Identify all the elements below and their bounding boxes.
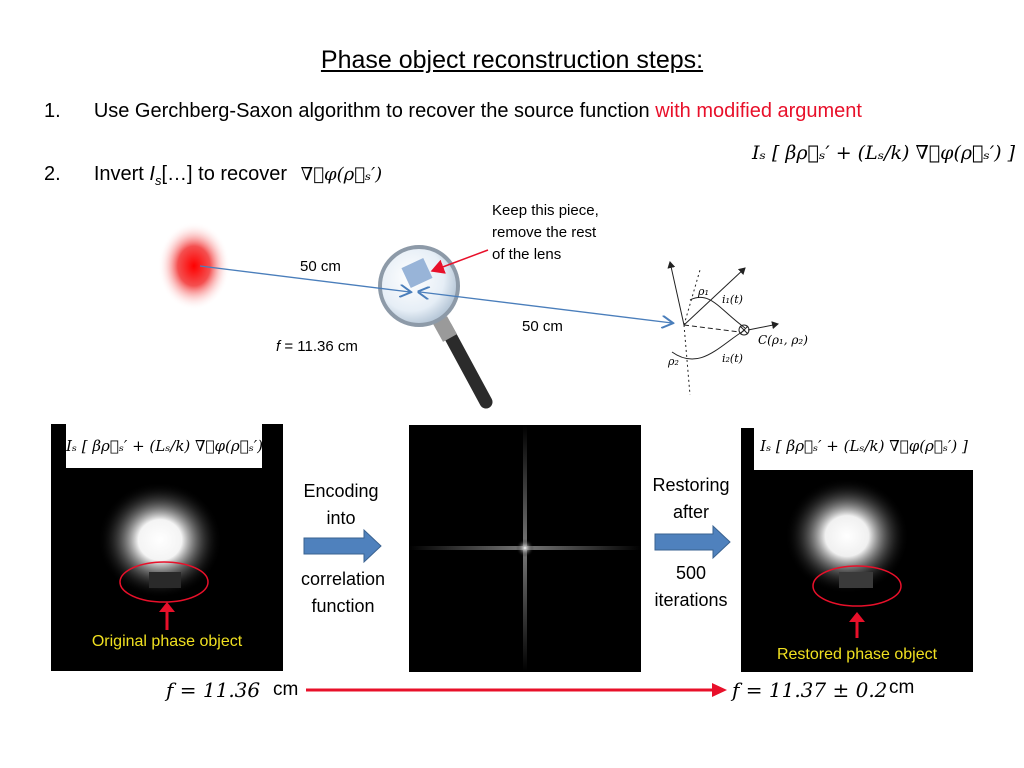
restored-spot	[785, 478, 909, 594]
encode-arrow-icon	[303, 528, 382, 564]
restore-line-3: 500	[675, 563, 707, 583]
restored-object-ring	[812, 565, 902, 607]
beam-source-lens	[199, 265, 410, 292]
unit-right: cm	[889, 677, 915, 698]
annotation-line-1: Keep this piece,	[492, 202, 599, 219]
step-2-I: I	[149, 163, 155, 185]
restore-arrow-icon	[654, 524, 731, 560]
encode-line-2: into	[326, 508, 356, 528]
page-title: Phase object reconstruction steps:	[320, 46, 704, 74]
lens-piece	[401, 257, 433, 289]
restore-line-2: after	[672, 502, 710, 522]
diagram-correlation: C(ρ₁, ρ₂)	[758, 333, 808, 347]
light-source	[158, 222, 230, 310]
phase-object-ring	[119, 561, 209, 603]
annotation-line-2: remove the rest	[492, 224, 597, 241]
diagram-i1: i₁(t)	[722, 293, 743, 306]
original-panel-overlay	[98, 482, 222, 630]
top-equation: Iₛ [ βρ⃗ₛ′ + (Lₛ/k) ∇⃗φ(ρ⃗ₛ′) ]	[752, 142, 1016, 164]
restore-label-top: Restoring after	[638, 472, 744, 526]
restore-label-bottom: 500 iterations	[638, 560, 744, 614]
restored-object	[839, 572, 873, 588]
focal-f: f	[276, 338, 281, 355]
focal-restored: f = 11.37 ± 0.2	[732, 678, 888, 702]
correlation-schematic	[667, 261, 779, 396]
diagram-rho1: ρ₁	[698, 285, 709, 298]
distance-label-1: 50 cm	[300, 258, 341, 275]
focal-label: f = 11.36 cm	[276, 338, 358, 355]
step-1-highlight: with modified argument	[655, 100, 862, 122]
step-2: 2. Invert Is[…] to recover ∇⃗φ(ρ⃗ₛ′)	[44, 163, 382, 188]
restore-line-4: iterations	[654, 590, 728, 610]
focal-original: f = 11.36	[166, 678, 261, 702]
correlation-pattern	[409, 425, 641, 672]
distance-label-2: 50 cm	[522, 318, 563, 335]
phase-object	[149, 572, 181, 588]
correlation-peak	[516, 539, 534, 557]
step-1: 1. Use Gerchberg-Saxon algorithm to reco…	[44, 100, 862, 123]
encode-line-3: correlation	[300, 569, 386, 589]
restored-panel-overlay	[785, 478, 909, 638]
lens-annotation: Keep this piece, remove the rest of the …	[492, 200, 599, 266]
step-1-text: Use Gerchberg-Saxon algorithm to recover…	[93, 100, 650, 122]
diagram-i2: i₂(t)	[722, 352, 743, 365]
annotation-arrow	[430, 249, 489, 274]
left-equation: Iₛ [ βρ⃗ₛ′ + (Lₛ/k) ∇⃗φ(ρ⃗ₛ′) ]	[66, 424, 274, 468]
unit-left: cm	[273, 679, 299, 700]
restore-line-1: Restoring	[652, 475, 730, 495]
annotation-line-3: of the lens	[492, 246, 562, 263]
step-2-math: ∇⃗φ(ρ⃗ₛ′)	[300, 164, 383, 185]
step-1-number: 1.	[44, 100, 61, 122]
beam-lens-detector	[420, 292, 672, 323]
diagram-rho2: ρ₂	[668, 355, 679, 368]
encode-label-top: Encoding into	[284, 478, 398, 532]
step-2-number: 2.	[44, 163, 61, 185]
restored-caption: Restored phase object	[776, 646, 938, 663]
encode-line-4: function	[311, 596, 375, 616]
encode-line-1: Encoding	[303, 481, 379, 501]
step-2-sub: s	[154, 173, 162, 188]
focal-value: = 11.36 cm	[280, 338, 358, 355]
encode-label-bottom: correlation function	[284, 566, 402, 620]
step-2-text-a: Invert	[93, 163, 144, 185]
right-equation: Iₛ [ βρ⃗ₛ′ + (Lₛ/k) ∇⃗φ(ρ⃗ₛ′) ]	[754, 422, 974, 470]
step-2-text-b: […] to recover	[161, 163, 288, 185]
original-caption: Original phase object	[91, 633, 243, 650]
